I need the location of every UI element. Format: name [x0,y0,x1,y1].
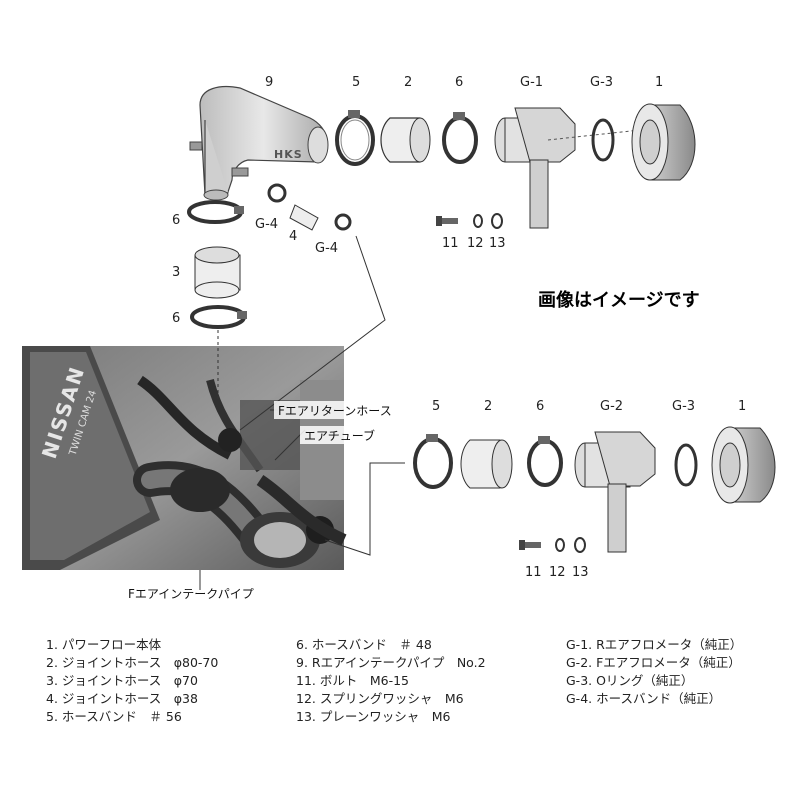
hks-logo-text: HKS [274,148,303,161]
label-6: 6 [455,75,463,90]
part-3-joint-hose [194,246,241,299]
bottom-part-g3-o-ring [674,443,698,487]
label-g3: G-3 [590,75,613,90]
bottom-part-g2-air-flow-meter [574,431,656,553]
bottom-label-12: 12 [549,565,566,580]
part-6-hose-band [442,112,478,164]
legend-item: G-1. Rエアフロメータ（純正） [566,637,743,652]
label-11: 11 [442,236,459,251]
legend-item: G-2. Fエアフロメータ（純正） [566,655,741,670]
legend-column-3: G-1. Rエアフロメータ（純正） G-2. Fエアフロメータ（純正） G-3.… [566,636,742,708]
callout-air-tube: エアチューブ [304,428,375,443]
top-part-labels: 9 5 2 6 G-1 G-3 1 6 3 6 G-4 4 G-4 11 12 … [172,75,663,326]
bottom-label-11: 11 [525,565,542,580]
legend-item: 9. Rエアインテークパイプ No.2 [296,655,486,670]
legend-item: G-4. ホースバンド（純正） [566,691,722,706]
legend-item: 6. ホースバンド ＃ 48 [296,637,432,652]
legend-item: 13. プレーンワッシャ M6 [296,709,451,724]
label-2: 2 [404,75,412,90]
legend-item: 12. スプリングワッシャ M6 [296,691,464,706]
image-note: 画像はイメージです [538,290,700,311]
bottom-label-13: 13 [572,565,589,580]
label-4: 4 [289,229,297,244]
bottom-label-6: 6 [536,399,544,414]
label-g1: G-1 [520,75,543,90]
bottom-label-5: 5 [432,399,440,414]
engine-photo: NISSAN TWIN CAM 24 [22,346,347,570]
legend-item: 4. ジョイントホース φ38 [46,691,198,706]
legend-column-1: 1. パワーフロー本体 2. ジョイントホース φ80-70 3. ジョイントホ… [46,636,218,726]
legend-item: 5. ホースバンド ＃ 56 [46,709,182,724]
bottom-part-6-hose-band [527,436,563,487]
bottom-part-1-power-flow [711,426,776,504]
part-5-hose-band [335,110,375,166]
label-3: 3 [172,265,180,280]
legend-item: 11. ボルト M6-15 [296,673,410,688]
part-g1-air-flow-meter [494,107,641,229]
part-9-intake-pipe: HKS [189,85,329,201]
bottom-part-labels: 5 2 6 G-2 G-3 1 11 12 13 [432,399,746,580]
part-2-joint-hose [380,117,431,163]
bottom-label-g3: G-3 [672,399,695,414]
label-g4-a: G-4 [255,217,278,232]
legend-item: 2. ジョイントホース φ80-70 [46,655,219,670]
bottom-bolt-washers [519,537,586,553]
label-g4-b: G-4 [315,241,338,256]
label-9: 9 [265,75,273,90]
legend-item: 3. ジョイントホース φ70 [46,673,198,688]
label-1: 1 [655,75,663,90]
bottom-label-2: 2 [484,399,492,414]
bottom-part-5-hose-band [413,434,453,489]
part-6-band-left-bottom [190,305,247,329]
legend-item: 1. パワーフロー本体 [46,637,162,652]
legend-item: G-3. Oリング（純正） [566,673,694,688]
label-6-left-top: 6 [172,213,180,228]
part-1-power-flow [631,103,696,181]
bottom-part-2-joint-hose [460,439,513,489]
callout-return-hose: Fエアリターンホース [278,404,392,418]
part-g3-o-ring [591,118,615,162]
bottom-label-1: 1 [738,399,746,414]
legend-column-2: 6. ホースバンド ＃ 48 9. Rエアインテークパイプ No.2 11. ボ… [296,636,486,726]
top-bolt-washers [436,213,503,229]
label-6-left-bottom: 6 [172,311,180,326]
label-13: 13 [489,236,506,251]
part-4-small-hose [267,183,352,231]
bottom-label-g2: G-2 [600,399,623,414]
callout-intake-pipe: Fエアインテークパイプ [128,587,254,601]
part-6-band-left-top [187,200,244,224]
label-12: 12 [467,236,484,251]
label-5: 5 [352,75,360,90]
